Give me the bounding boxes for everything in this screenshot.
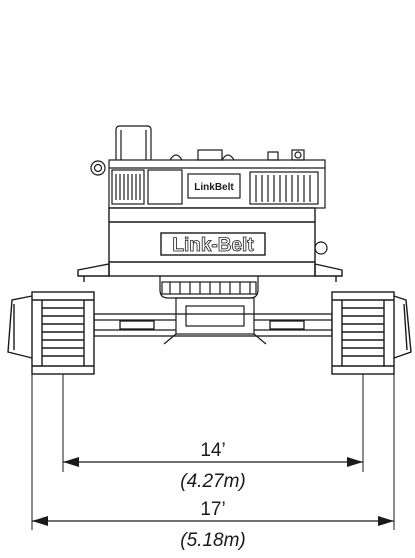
- axle-frame: [93, 313, 333, 337]
- inner-right-arrow: [347, 457, 363, 467]
- main-body: [77, 207, 343, 282]
- overall-right-arrow: [378, 516, 394, 526]
- inner-left-arrow: [63, 457, 79, 467]
- inner-gauge-imperial-label: 14’: [200, 440, 225, 461]
- main-logo-plate: Link-Belt: [160, 232, 266, 256]
- overall-left-arrow: [32, 516, 48, 526]
- left-track: [7, 291, 95, 375]
- inner-gauge-dimension: 14’ (4.27m): [63, 440, 363, 492]
- inner-gauge-metric-label: (4.27m): [180, 471, 245, 492]
- cab-logo-text: LinkBelt: [194, 182, 234, 193]
- overall-width-imperial-label: 17’: [200, 499, 225, 520]
- cab-logo-plate: LinkBelt: [187, 173, 241, 199]
- main-logo-text: Link-Belt: [172, 235, 254, 256]
- overall-width-metric-label: (5.18m): [180, 530, 245, 551]
- right-track: [331, 291, 412, 375]
- carbody: [159, 276, 267, 345]
- extension-lines: [31, 374, 395, 530]
- overall-width-dimension: 17’ (5.18m): [32, 499, 394, 551]
- upper-structure: [90, 125, 328, 255]
